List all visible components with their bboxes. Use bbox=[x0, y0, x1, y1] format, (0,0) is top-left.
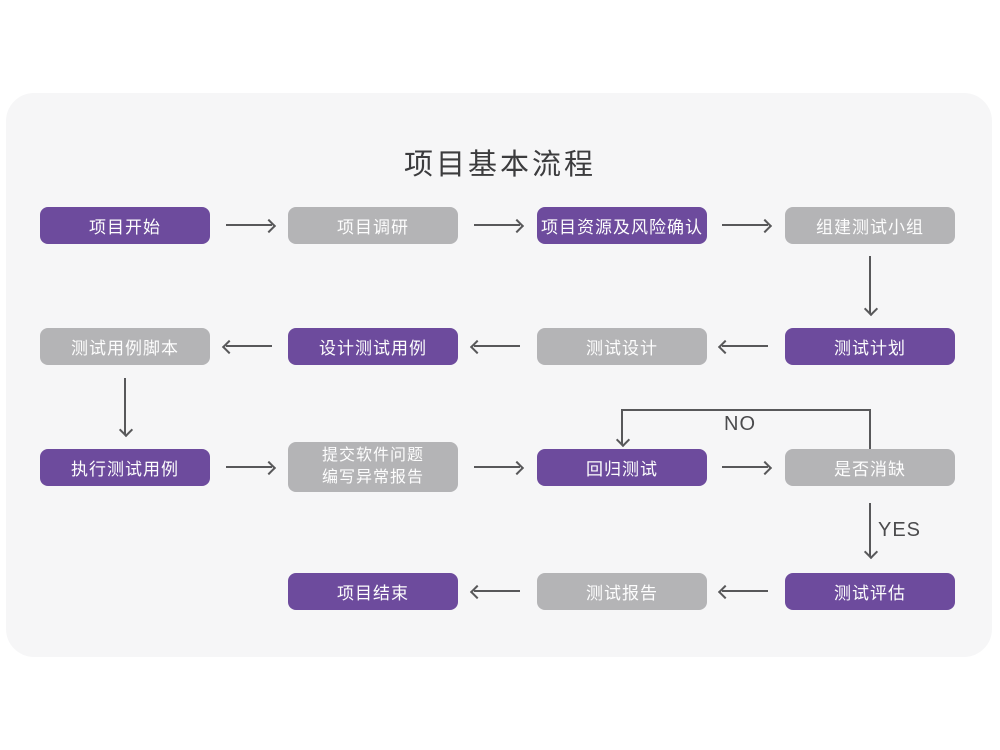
arrow-resources-to-team bbox=[722, 224, 768, 226]
edge-label-no: NO bbox=[724, 413, 756, 435]
arrow-plan-to-design bbox=[722, 345, 768, 347]
node-project-start: 项目开始 bbox=[40, 207, 210, 244]
diagram-title: 项目基本流程 bbox=[403, 149, 596, 181]
node-regression-test: 回归测试 bbox=[537, 449, 707, 486]
node-execute-test-cases: 执行测试用例 bbox=[40, 449, 210, 486]
node-test-evaluation: 测试评估 bbox=[785, 573, 955, 610]
edge-label-yes: YES bbox=[878, 519, 922, 541]
node-test-plan: 测试计划 bbox=[785, 328, 955, 365]
arrow-no-loop-down-segment bbox=[621, 410, 623, 444]
arrow-no-loop-horizontal bbox=[621, 409, 871, 411]
node-project-end: 项目结束 bbox=[288, 573, 458, 610]
node-build-test-team: 组建测试小组 bbox=[785, 207, 955, 244]
arrow-evaluation-to-report bbox=[722, 590, 768, 592]
node-project-research: 项目调研 bbox=[288, 207, 458, 244]
node-submit-issue-report: 提交软件问题 编写异常报告 bbox=[288, 442, 458, 492]
node-test-case-scripts: 测试用例脚本 bbox=[40, 328, 210, 365]
node-defect-cleared-decision: 是否消缺 bbox=[785, 449, 955, 486]
arrow-submit-to-regression bbox=[474, 466, 520, 468]
node-test-design: 测试设计 bbox=[537, 328, 707, 365]
node-design-test-cases: 设计测试用例 bbox=[288, 328, 458, 365]
arrow-execute-to-submit bbox=[226, 466, 272, 468]
node-resources-and-risk: 项目资源及风险确认 bbox=[537, 207, 707, 244]
arrow-designcases-to-scripts bbox=[226, 345, 272, 347]
arrow-scripts-to-execute bbox=[124, 378, 126, 434]
arrow-no-loop-up-segment bbox=[869, 410, 871, 449]
flowchart-card bbox=[6, 93, 992, 657]
arrow-regression-to-decision bbox=[722, 466, 768, 468]
arrow-report-to-end bbox=[474, 590, 520, 592]
node-test-report: 测试报告 bbox=[537, 573, 707, 610]
arrow-team-to-plan bbox=[869, 256, 871, 313]
arrow-design-to-designcases bbox=[474, 345, 520, 347]
arrow-decision-to-evaluation bbox=[869, 503, 871, 556]
arrow-research-to-resources bbox=[474, 224, 520, 226]
arrow-start-to-research bbox=[226, 224, 272, 226]
